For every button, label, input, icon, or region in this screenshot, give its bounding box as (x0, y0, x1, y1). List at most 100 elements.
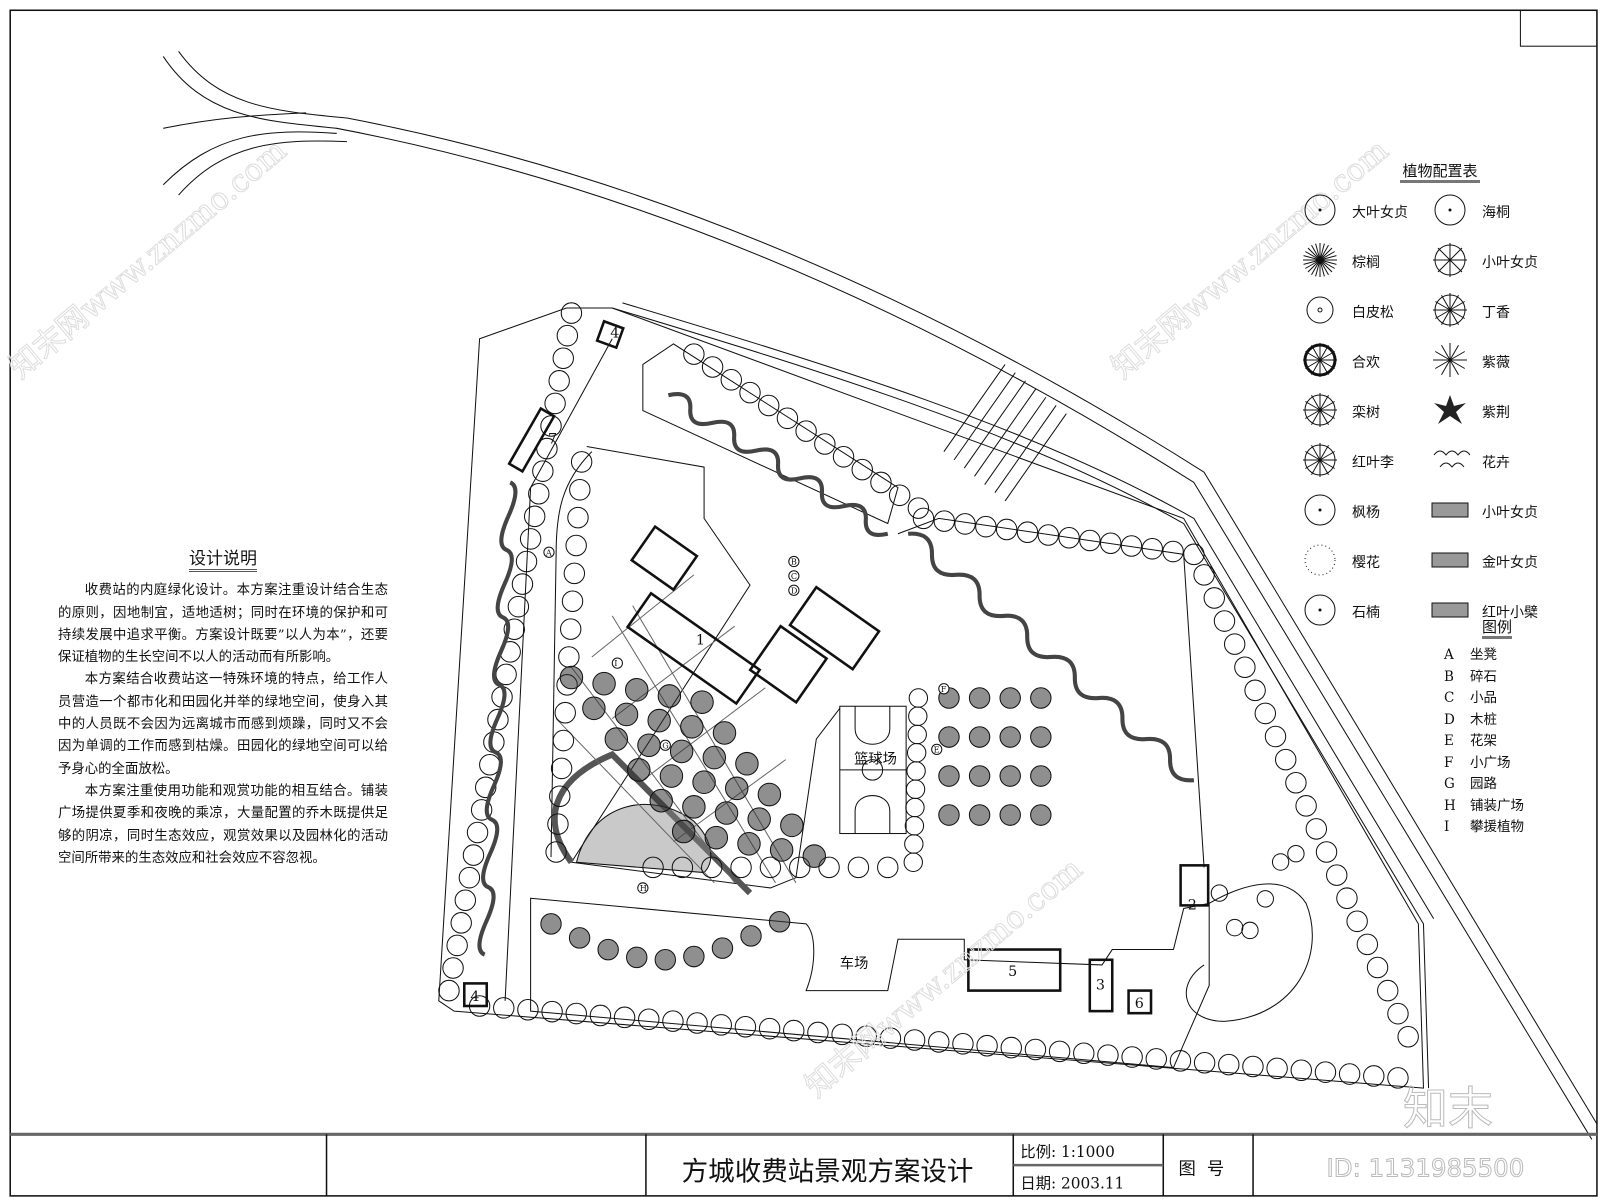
tree-sparse-icon (1430, 191, 1482, 233)
highway-lines (162, 51, 1598, 1140)
tree-symbol (446, 934, 468, 957)
tree-symbol (1145, 1048, 1167, 1070)
tree-symbol (686, 1012, 708, 1034)
tree-symbol (647, 708, 671, 733)
tree-symbol (1305, 818, 1328, 840)
plant-name: 红叶小檗 (1482, 605, 1538, 621)
tree-symbol (740, 925, 762, 947)
plant-table: 植物配置表 大叶女贞海桐棕榈小叶女贞白皮松丁香合欢紫薇栾树紫荆红叶李花卉枫杨小叶… (1300, 160, 1580, 633)
tree-symbol (903, 1029, 926, 1051)
tree-symbol (493, 997, 515, 1019)
tree-symbol (1287, 844, 1305, 863)
tree-symbol (968, 765, 991, 787)
tree-symbol (550, 757, 573, 780)
tree-symbol (1226, 918, 1244, 937)
building-label: 5 (1008, 964, 1017, 980)
building-label: 1 (696, 633, 705, 649)
watermark-brand: 知末 (1403, 1082, 1493, 1135)
tree-symbol (1397, 1026, 1419, 1048)
tree-symbol (795, 420, 817, 442)
tree-symbol (904, 816, 925, 836)
tree-symbol (569, 479, 591, 501)
legend-key: H (1444, 797, 1456, 814)
tree-symbol (565, 1002, 587, 1025)
legend-key: I (1444, 819, 1450, 835)
svg-text:D: D (791, 585, 798, 595)
drawing-number-label: 图 号 (1179, 1159, 1225, 1179)
tree-symbol (702, 745, 727, 770)
tree-symbol (1271, 853, 1290, 871)
tree-symbol (1295, 795, 1317, 817)
plan-marker: F (938, 683, 950, 695)
building-label: 3 (1096, 978, 1105, 994)
tree-symbol (1169, 1050, 1192, 1072)
legend-label: 小广场 (1470, 754, 1511, 771)
title-block (10, 1132, 1597, 1196)
legend-label: 攀援植物 (1470, 819, 1524, 835)
tree-star-icon (1430, 241, 1482, 283)
tree-symbol (561, 590, 584, 613)
court-label: 篮球场 (854, 751, 897, 768)
tree-symbol (737, 831, 761, 856)
tree-symbol (1037, 524, 1059, 546)
tree-symbol (1314, 1061, 1337, 1083)
tree-symbol (1285, 771, 1307, 794)
plan-marker: I (611, 657, 623, 669)
tree-symbol (528, 482, 550, 505)
tree-symbol (556, 324, 579, 347)
tree-symbol (906, 761, 926, 781)
tree-symbol (671, 856, 694, 879)
tree-symbol (831, 1023, 853, 1046)
tree-symbol (1264, 725, 1287, 748)
tree-symbol (1213, 610, 1236, 632)
tree-symbol (442, 957, 464, 979)
tree-dotted-icon (1300, 541, 1352, 583)
tree-symbol (904, 834, 924, 854)
basketball-court (839, 705, 907, 835)
tree-symbol (701, 856, 723, 879)
legend-key: B (1444, 668, 1454, 685)
tree-symbol (933, 510, 955, 532)
tree-symbol (1338, 1063, 1361, 1085)
building-label: 7 (548, 431, 557, 447)
tree-symbol (1242, 1055, 1264, 1078)
tree-symbol (1256, 890, 1274, 908)
tree-symbol (545, 841, 567, 863)
tree-symbol (888, 484, 911, 507)
tree-symbol (907, 497, 930, 519)
tree-symbol (515, 550, 538, 573)
plant-table-heading: 植物配置表 (1400, 162, 1480, 183)
tree-symbol (999, 687, 1021, 709)
legend-item: H 铺装广场 (1444, 796, 1524, 818)
tree-symbol (908, 706, 928, 727)
plant-name: 石楠 (1352, 605, 1380, 621)
tree-symbol (592, 671, 616, 696)
tree-symbol (487, 708, 509, 731)
tree-symbol (1097, 1044, 1119, 1066)
tree-symbol (671, 819, 696, 844)
tree-symbol (1162, 540, 1184, 563)
tree-symbol (1193, 564, 1215, 586)
tree-symbol (479, 753, 501, 776)
tree-symbol (905, 779, 926, 800)
tree-symbol (968, 804, 991, 826)
tree-symbols (438, 302, 1419, 1089)
road-stripe (974, 388, 1037, 477)
tree-symbol (1193, 1051, 1216, 1074)
tree-symbol (627, 758, 651, 782)
tree-symbol (657, 684, 682, 708)
plant-name: 花卉 (1482, 455, 1510, 471)
plant-name: 红叶李 (1352, 455, 1394, 471)
tree-symbol (589, 1004, 612, 1027)
tree-symbol (654, 949, 677, 971)
legend-label: 铺装广场 (1470, 797, 1524, 814)
tree-symbol (1218, 1053, 1240, 1076)
tree-symbol (1254, 702, 1277, 725)
tree-symbol (747, 807, 771, 831)
scale-text: 比例: 1:1000 (1020, 1143, 1114, 1161)
tree-symbol (547, 813, 569, 835)
plant-name: 棕榈 (1352, 255, 1380, 271)
tree-symbol (832, 446, 855, 468)
